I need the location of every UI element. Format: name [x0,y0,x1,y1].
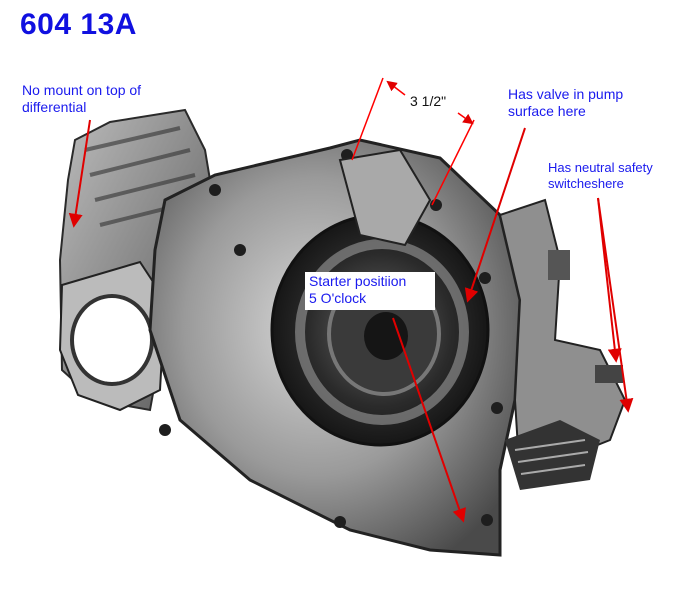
safety-switch-note: Has neutral safety switcheshere [548,160,653,191]
bell-housing [148,138,522,557]
starter-arrow [392,317,466,523]
indicator-arrows [68,119,634,523]
differential-housing [58,108,217,412]
valve-note: Has valve in pump surface here [508,86,624,119]
valve-arrow [464,127,526,303]
dimension-label: 3 1/2" [410,93,447,109]
mount-arrow [68,119,91,228]
starter-note: Starter positiion 5 O'clock [305,272,435,310]
valve-body-side [498,198,627,490]
safety-arrow-2 [597,197,634,413]
dimension-lines [351,77,475,206]
mount-note: No mount on top of differential [22,82,142,115]
page-title: 604 13A [20,8,137,41]
